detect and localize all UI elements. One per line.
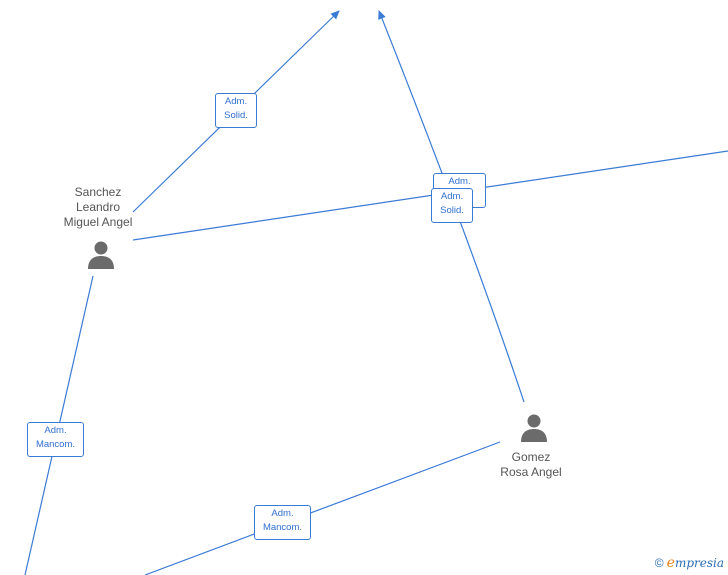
edge-label-line: Mancom. [35,439,76,450]
edge-label-adm-mancom[interactable]: Adm. Mancom. [27,422,84,457]
edge-label-adm-solid[interactable]: Adm. Solid. [215,93,257,128]
edge-line-gomez-to-bottom [144,441,501,575]
edge-line-gomez-to-top [378,10,525,403]
person-name-line: Gomez [511,450,551,464]
edge-label-line: Adm. [440,191,464,202]
edge-line-sanchez-to-right [132,150,728,241]
brand-logo: ©empresia [655,555,724,571]
person-name-line: Leandro [75,200,121,214]
edge-label-adm-mancom[interactable]: Adm. Mancom. [254,505,311,540]
person-name-sanchez: Sanchez Leandro Miguel Angel [48,185,148,230]
edge-label-line: Solid. [224,110,248,121]
person-name-line: Rosa Angel [500,465,562,479]
copyright-icon: © [654,556,664,570]
person-name-line: Miguel Angel [63,215,133,229]
edge-label-line: Solid. [440,205,464,216]
brand-logo-initial: e [666,555,675,571]
person-icon[interactable] [86,240,116,270]
person-name-line: Sanchez [74,185,122,199]
edge-label-line: Adm. [448,176,471,187]
edge-label-line: Adm. [224,96,248,107]
edge-label-adm-solid[interactable]: Adm. Solid. [431,188,473,223]
edge-label-line: Mancom. [262,522,303,533]
person-icon[interactable] [519,413,549,443]
edge-label-line: Adm. [271,508,294,519]
brand-logo-rest: mpresia [674,556,724,570]
edge-label-line: Adm. [44,425,67,436]
person-name-gomez: Gomez Rosa Angel [481,450,581,480]
